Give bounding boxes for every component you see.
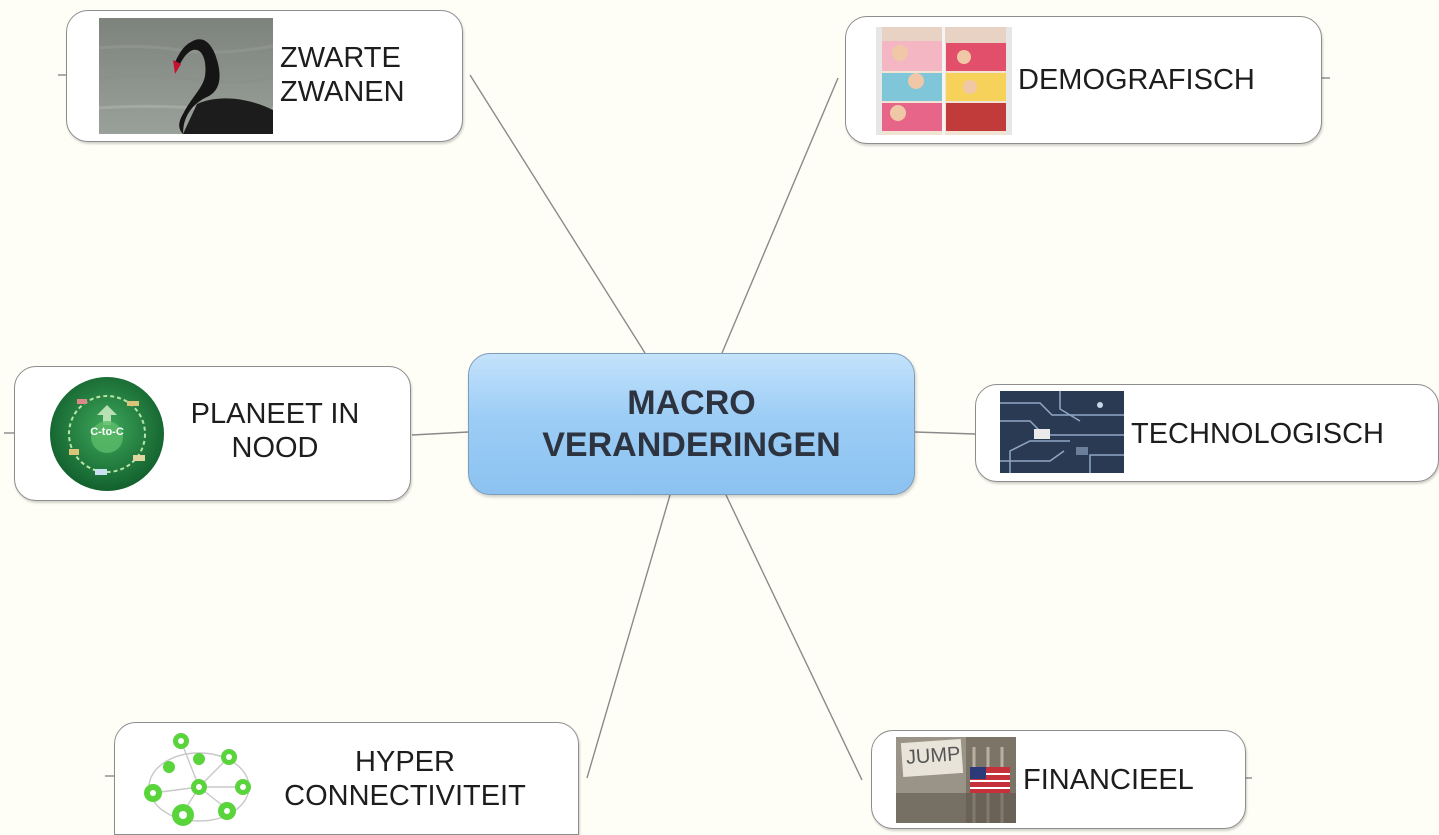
- cradle-to-cradle-logo-text: C-to-C: [90, 426, 124, 438]
- jump-sign-text: JUMP: [905, 743, 962, 769]
- topic-demografisch[interactable]: DEMOGRAFISCH: [845, 16, 1322, 144]
- topic-technologisch-label: TECHNOLOGISCH: [1131, 418, 1384, 450]
- central-topic-label: MACRO VERANDERINGEN: [542, 384, 841, 464]
- circuit-board-photo-icon: [1000, 391, 1124, 473]
- topic-hyper-connectiviteit-label: HYPER CONNECTIVITEIT: [284, 746, 526, 812]
- link-technologisch: [914, 431, 976, 435]
- topic-planeet-in-nood[interactable]: C-to-C PLANEET IN NOOD: [14, 366, 411, 501]
- topic-hyper-connectiviteit[interactable]: HYPER CONNECTIVITEIT: [114, 722, 579, 835]
- black-swan-photo-icon: [99, 18, 273, 134]
- topic-zwarte-zwanen-label: ZWARTE ZWANEN: [280, 42, 405, 108]
- central-topic[interactable]: MACRO VERANDERINGEN: [468, 353, 915, 495]
- link-planeet: [411, 431, 469, 436]
- babies-photo-icon: [876, 27, 1012, 135]
- topic-financieel-label: FINANCIEEL: [1023, 764, 1194, 796]
- topic-financieel[interactable]: JUMP FINANCIEEL: [871, 730, 1246, 829]
- wall-street-photo-icon: JUMP: [896, 737, 1016, 823]
- network-graph-icon: [139, 729, 259, 833]
- cradle-to-cradle-logo-icon: C-to-C: [47, 375, 167, 493]
- link-hyper: [586, 494, 671, 779]
- link-zwarte-zwanen: [469, 74, 646, 354]
- topic-zwarte-zwanen[interactable]: ZWARTE ZWANEN: [66, 10, 463, 142]
- topic-planeet-in-nood-label: PLANEET IN NOOD: [190, 398, 360, 464]
- topic-technologisch[interactable]: TECHNOLOGISCH: [975, 384, 1439, 482]
- link-demografisch: [721, 77, 839, 354]
- topic-demografisch-label: DEMOGRAFISCH: [1018, 64, 1255, 96]
- link-financieel: [725, 494, 863, 781]
